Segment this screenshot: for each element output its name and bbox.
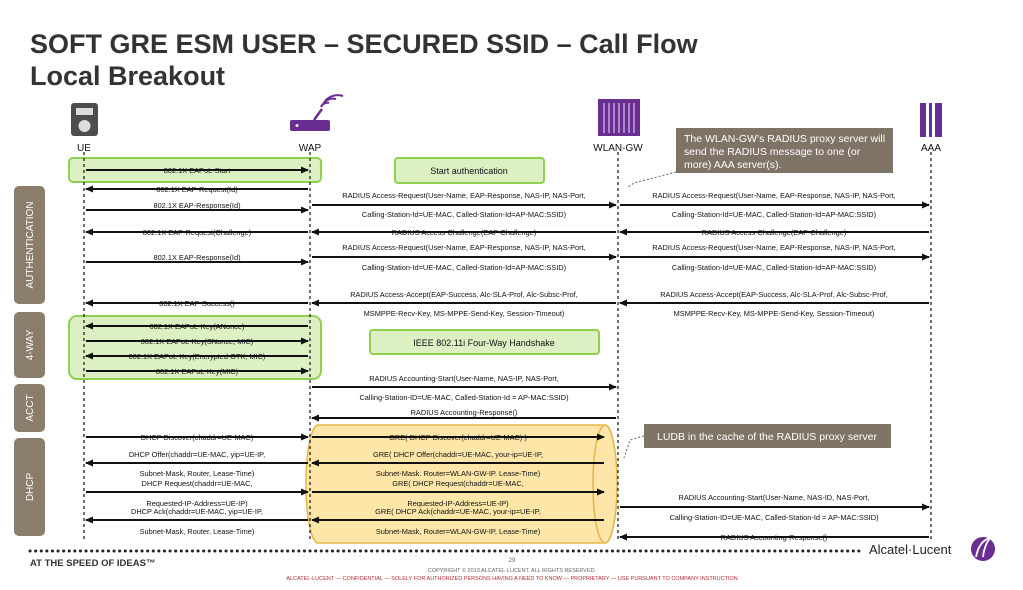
handshake-box xyxy=(369,329,600,355)
msg-rad-req2-b: Calling-Station-Id=UE-MAC, Called-Statio… xyxy=(362,263,566,272)
msg-dhcp-offer: DHCP Offer(chaddr=UE-MAC, yip=UE-IP, xyxy=(129,450,265,459)
title-line-2: Local Breakout xyxy=(30,61,226,91)
footer-copyright: COPYRIGHT © 2013 ALCATEL-LUCENT. ALL RIG… xyxy=(428,567,597,574)
msg-dhcp-request-b: Requested-IP-Address=UE-IP) xyxy=(146,499,247,508)
msg-key3: 802.1X EAPoL-Key(Encrypted GTK, MIC) xyxy=(129,352,266,361)
wap-router-icon xyxy=(290,94,344,131)
msg-aaa-acc-a: RADIUS Access-Accept(EAP-Success, Alc-SL… xyxy=(660,290,888,299)
start-auth-text: Start authentication xyxy=(430,166,508,176)
phase-tabs xyxy=(14,186,45,536)
footer-tagline: AT THE SPEED OF IDEAS™ xyxy=(30,558,155,569)
msg-aaa-acct-a: RADIUS Accounting-Start(User-Name, NAS-I… xyxy=(679,493,870,502)
msg-aaa-acct-resp: RADIUS Accounting-Response() xyxy=(721,533,828,542)
msg-key1: 802.1X EAPoL-Key(ANonce) xyxy=(150,322,245,331)
aaa-server-icon xyxy=(920,103,942,137)
handshake-text: IEEE 802.11i Four-Way Handshake xyxy=(413,338,555,348)
phase-label-4-way: 4-WAY xyxy=(25,329,36,360)
msg-dhcp-discover: DHCP Discover(chaddr=UE-MAC) xyxy=(141,433,254,442)
msg-dhcp-offer-b: Subnet-Mask, Router, Lease-Time) xyxy=(140,469,255,478)
msg-gre-ack: GRE( DHCP Ack(chaddr=UE-MAC, your-ip=UE-… xyxy=(375,507,541,516)
gre-tunnel xyxy=(305,424,618,544)
phase-tab-authentication xyxy=(14,186,45,304)
wlan-gw-chassis-icon xyxy=(598,99,640,136)
msg-rad-acc-b: MSMPPE-Recv-Key, MS-MPPE-Send-Key, Sessi… xyxy=(364,309,565,318)
msg-gre-offer: GRE( DHCP Offer(chaddr=UE-MAC, your-ip=U… xyxy=(373,450,543,459)
msg-eapol-start: 802.1X EAPoL-Start xyxy=(164,166,231,175)
msg-aaa-req2-a: RADIUS Access-Request(User-Name, EAP-Res… xyxy=(652,243,895,252)
proxy-callout-line-3: more) AAA server(s). xyxy=(684,159,781,171)
four-way-highlight xyxy=(68,315,322,380)
msg-aaa-acct-b: Calling-Station-ID=UE-MAC, Called-Statio… xyxy=(669,513,878,522)
msg-rad-req2-a: RADIUS Access-Request(User-Name, EAP-Res… xyxy=(342,243,585,252)
msg-aaa-req1-a: RADIUS Access-Request(User-Name, EAP-Res… xyxy=(652,191,895,200)
msg-eap-success: 802.1X EAP-Success() xyxy=(159,299,235,308)
alcatel-lucent-logo-icon xyxy=(971,536,995,561)
msg-gre-discover: GRE( DHCP Discover(chaddr=UE-MAC) ) xyxy=(389,433,527,442)
msg-gre-request-b: Requested-IP-Address=UE-IP) xyxy=(407,499,508,508)
title-line-1: SOFT GRE ESM USER – SECURED SSID – Call … xyxy=(30,29,698,59)
msg-aaa-acc-b: MSMPPE-Recv-Key, MS-MPPE-Send-Key, Sessi… xyxy=(674,309,875,318)
slide-title: SOFT GRE ESM USER – SECURED SSID – Call … xyxy=(30,28,698,92)
msg-gre-ack-b: Subnet-Mask, Router=WLAN-GW-IP, Lease-Ti… xyxy=(376,527,540,536)
ludb-callout-connector xyxy=(623,435,645,459)
phase-label-dhcp: DHCP xyxy=(25,473,36,502)
proxy-callout-line-1: The WLAN-GW’s RADIUS proxy server will xyxy=(684,133,885,145)
msg-dhcp-ack-b: Subnet-Mask, Router, Lease-Time) xyxy=(140,527,255,536)
footer-brand-wordmark: Alcatel·Lucent xyxy=(869,542,952,557)
start-auth-box xyxy=(394,157,545,184)
phase-tab-dhcp xyxy=(14,438,45,536)
msg-eap-resp-id2: 802.1X EAP-Response(Id) xyxy=(153,253,240,262)
ludb-callout-box xyxy=(644,424,891,448)
phase-label-acct: ACCT xyxy=(25,394,36,421)
ue-phone-icon xyxy=(71,103,98,136)
proxy-callout-line-2: send the RADIUS message to one (or xyxy=(684,146,861,158)
msg-rad-acc-a: RADIUS Access-Accept(EAP-Success, Alc-SL… xyxy=(350,290,578,299)
msg-aaa-chal: RADIUS Access-Challenge(EAP-Challenge) xyxy=(702,228,847,237)
phase-label-authentication: AUTHENTICATION xyxy=(25,201,36,288)
msg-acct-resp: RADIUS Accounting-Response() xyxy=(411,408,518,417)
phase-tab-4-way xyxy=(14,312,45,378)
msg-eap-req-id: 802.1X EAP-Request(Id) xyxy=(156,185,237,194)
entity-label-aaa: AAA xyxy=(921,143,941,154)
msg-acct-start-b: Calling-Station-ID=UE-MAC, Called-Statio… xyxy=(359,393,568,402)
footer-page-number: 29 xyxy=(509,558,516,564)
msg-eap-resp-id: 802.1X EAP-Response(Id) xyxy=(153,201,240,210)
entity-label-wap: WAP xyxy=(299,143,322,154)
msg-aaa-req1-b: Calling-Station-Id=UE-MAC, Called-Statio… xyxy=(672,210,876,219)
entity-label-ue: UE xyxy=(77,143,91,154)
phase-tab-acct xyxy=(14,384,45,432)
msg-rad-req1-b: Calling-Station-Id=UE-MAC, Called-Statio… xyxy=(362,210,566,219)
msg-gre-request: GRE( DHCP Request(chaddr=UE-MAC, xyxy=(392,479,524,488)
proxy-callout-connector xyxy=(627,171,677,188)
msg-gre-offer-b: Subnet-Mask. Router=WLAN-GW-IP. Lease-Ti… xyxy=(376,469,540,478)
msg-key4: 802.1X EAPoL-Key(MIC) xyxy=(156,367,238,376)
msg-key2: 802.1X EAPoL-Key(SNonce, MIC) xyxy=(141,337,254,346)
msg-rad-chal: RADIUS Access-Challenge(EAP-Challenge) xyxy=(392,228,537,237)
entity-label-wlan-gw: WLAN-GW xyxy=(593,143,643,154)
msg-acct-start-a: RADIUS Accounting-Start(User-Name, NAS-I… xyxy=(369,374,559,383)
msg-dhcp-request: DHCP Request(chaddr=UE-MAC, xyxy=(142,479,253,488)
footer-confidential: ALCATEL-LUCENT — CONFIDENTIAL — SOLELY F… xyxy=(286,576,738,582)
msg-dhcp-ack: DHCP Ack(chaddr=UE-MAC, yip=UE-IP, xyxy=(131,507,263,516)
msg-eap-req-chal: 802.1X EAP-Request(Challenge) xyxy=(143,228,251,237)
msg-aaa-req2-b: Calling-Station-Id=UE-MAC, Called-Statio… xyxy=(672,263,876,272)
proxy-callout-box xyxy=(676,128,893,173)
ludb-callout-text: LUDB in the cache of the RADIUS proxy se… xyxy=(657,431,878,443)
msg-rad-req1-a: RADIUS Access-Request(User-Name, EAP-Res… xyxy=(342,191,585,200)
